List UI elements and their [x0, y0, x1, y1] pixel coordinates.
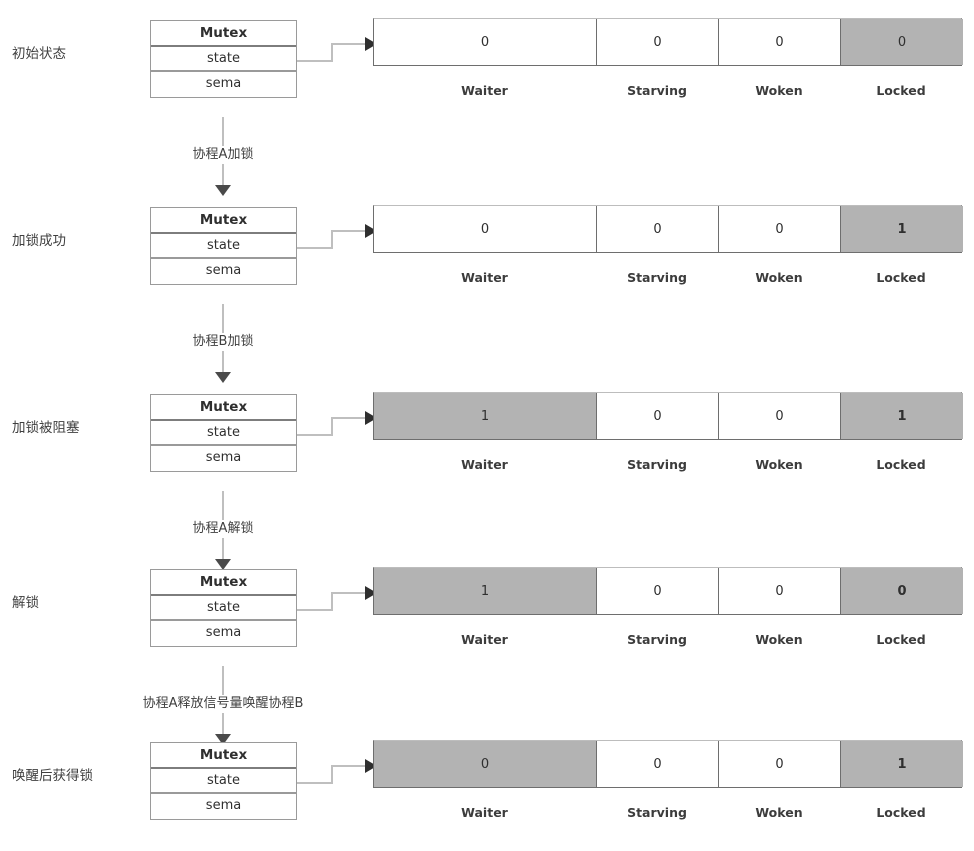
- stage-label-4: 解锁: [12, 595, 39, 611]
- bit-cell-woken-5: 0: [719, 741, 841, 787]
- state-to-bitfield-connector-5: [297, 759, 377, 784]
- bit-caption-locked-1: Locked: [876, 83, 926, 98]
- transition-arrowhead-3: [215, 559, 231, 570]
- bit-cell-woken-3: 0: [719, 393, 841, 439]
- bitfield-4: 1 0 0 0: [373, 567, 963, 615]
- bit-caption-locked-3: Locked: [876, 457, 926, 472]
- mutex-field-state-4: state: [151, 596, 296, 621]
- mutex-title-2: Mutex: [151, 208, 296, 234]
- transition-label-4: 协程A释放信号量唤醒协程B: [113, 695, 333, 713]
- bit-caption-starving-5: Starving: [627, 805, 687, 820]
- bitfield-3: 1 0 0 1: [373, 392, 963, 440]
- stage-label-3: 加锁被阻塞: [12, 420, 80, 436]
- state-to-bitfield-connector-2: [297, 224, 377, 249]
- transition-arrowhead-2: [215, 372, 231, 383]
- bit-cell-woken-2: 0: [719, 206, 841, 252]
- mutex-field-state-1: state: [151, 47, 296, 72]
- bit-cell-waiter-1: 0: [374, 19, 597, 65]
- stage-row-2: 加锁成功 Mutex state sema 0 0 0 1 Waiter Sta…: [0, 201, 974, 311]
- mutex-title-5: Mutex: [151, 743, 296, 769]
- bit-cell-woken-4: 0: [719, 568, 841, 614]
- bitfield-captions-4: Waiter Starving Woken Locked: [373, 629, 962, 651]
- bit-caption-woken-4: Woken: [755, 632, 803, 647]
- mutex-title-4: Mutex: [151, 570, 296, 596]
- bitfield-1: 0 0 0 0: [373, 18, 963, 66]
- mutex-struct-2: Mutex state sema: [150, 207, 297, 285]
- bit-cell-locked-5: 1: [841, 741, 963, 787]
- bit-caption-woken-2: Woken: [755, 270, 803, 285]
- bit-caption-woken-5: Woken: [755, 805, 803, 820]
- mutex-title-1: Mutex: [151, 21, 296, 47]
- mutex-title-3: Mutex: [151, 395, 296, 421]
- bit-caption-waiter-5: Waiter: [461, 805, 508, 820]
- bit-caption-waiter-2: Waiter: [461, 270, 508, 285]
- transition-label-3: 协程A解锁: [163, 520, 283, 538]
- transition-label-1: 协程A加锁: [163, 146, 283, 164]
- bit-caption-starving-2: Starving: [627, 270, 687, 285]
- bit-cell-starving-5: 0: [597, 741, 719, 787]
- bit-cell-starving-1: 0: [597, 19, 719, 65]
- bit-cell-waiter-3: 1: [374, 393, 597, 439]
- mutex-struct-1: Mutex state sema: [150, 20, 297, 98]
- transition-arrowhead-4: [215, 734, 231, 745]
- bit-cell-locked-4: 0: [841, 568, 963, 614]
- bit-caption-woken-1: Woken: [755, 83, 803, 98]
- bit-cell-waiter-5: 0: [374, 741, 597, 787]
- state-to-bitfield-connector-3: [297, 411, 377, 436]
- bit-caption-starving-3: Starving: [627, 457, 687, 472]
- bit-cell-woken-1: 0: [719, 19, 841, 65]
- mutex-field-state-2: state: [151, 234, 296, 259]
- mutex-field-sema-3: sema: [151, 446, 296, 471]
- bit-caption-woken-3: Woken: [755, 457, 803, 472]
- bitfield-captions-5: Waiter Starving Woken Locked: [373, 802, 962, 824]
- bit-cell-locked-1: 0: [841, 19, 963, 65]
- mutex-struct-4: Mutex state sema: [150, 569, 297, 647]
- mutex-field-sema-4: sema: [151, 621, 296, 646]
- mutex-field-state-3: state: [151, 421, 296, 446]
- mutex-field-sema-2: sema: [151, 259, 296, 284]
- bit-caption-waiter-1: Waiter: [461, 83, 508, 98]
- bit-caption-starving-1: Starving: [627, 83, 687, 98]
- bit-cell-starving-4: 0: [597, 568, 719, 614]
- stage-label-5: 唤醒后获得锁: [12, 768, 93, 784]
- mutex-field-sema-1: sema: [151, 72, 296, 97]
- bit-cell-starving-3: 0: [597, 393, 719, 439]
- bitfield-2: 0 0 0 1: [373, 205, 963, 253]
- stage-row-4: 解锁 Mutex state sema 1 0 0 0 Waiter Starv…: [0, 563, 974, 673]
- state-to-bitfield-connector-4: [297, 586, 377, 611]
- bit-caption-starving-4: Starving: [627, 632, 687, 647]
- bit-caption-locked-4: Locked: [876, 632, 926, 647]
- bit-caption-waiter-4: Waiter: [461, 632, 508, 647]
- stage-row-1: 初始状态 Mutex state sema 0 0 0 0 Waiter Sta…: [0, 14, 974, 124]
- bit-cell-starving-2: 0: [597, 206, 719, 252]
- transition-label-2: 协程B加锁: [163, 333, 283, 351]
- mutex-field-state-5: state: [151, 769, 296, 794]
- bitfield-captions-3: Waiter Starving Woken Locked: [373, 454, 962, 476]
- mutex-field-sema-5: sema: [151, 794, 296, 819]
- transition-arrowhead-1: [215, 185, 231, 196]
- bit-cell-locked-2: 1: [841, 206, 963, 252]
- bit-cell-waiter-4: 1: [374, 568, 597, 614]
- bitfield-captions-2: Waiter Starving Woken Locked: [373, 267, 962, 289]
- mutex-struct-5: Mutex state sema: [150, 742, 297, 820]
- mutex-struct-3: Mutex state sema: [150, 394, 297, 472]
- bit-caption-locked-5: Locked: [876, 805, 926, 820]
- bit-cell-waiter-2: 0: [374, 206, 597, 252]
- stage-label-1: 初始状态: [12, 46, 66, 62]
- stage-row-5: 唤醒后获得锁 Mutex state sema 0 0 0 1 Waiter S…: [0, 736, 974, 846]
- bitfield-5: 0 0 0 1: [373, 740, 963, 788]
- stage-label-2: 加锁成功: [12, 233, 66, 249]
- bitfield-captions-1: Waiter Starving Woken Locked: [373, 80, 962, 102]
- bit-caption-locked-2: Locked: [876, 270, 926, 285]
- stage-row-3: 加锁被阻塞 Mutex state sema 1 0 0 1 Waiter St…: [0, 388, 974, 498]
- bit-cell-locked-3: 1: [841, 393, 963, 439]
- state-to-bitfield-connector-1: [297, 37, 377, 62]
- bit-caption-waiter-3: Waiter: [461, 457, 508, 472]
